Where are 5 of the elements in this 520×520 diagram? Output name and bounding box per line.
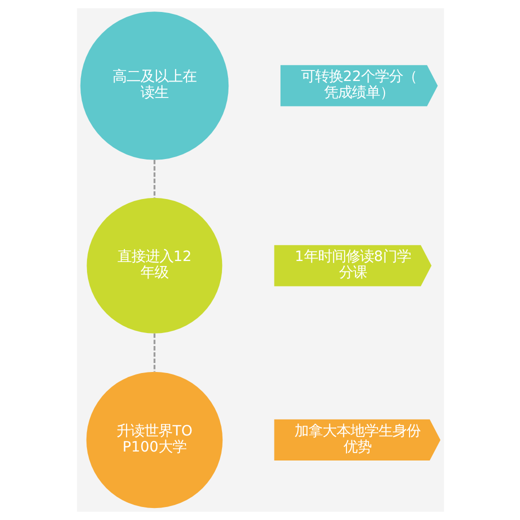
connector — [153, 334, 155, 372]
connector — [153, 160, 155, 198]
node-circle: 升读世界TOP100大学 — [86, 372, 222, 508]
node-circle: 高二及以上在读生 — [80, 12, 228, 160]
node-circle: 直接进入12年级 — [86, 198, 222, 334]
